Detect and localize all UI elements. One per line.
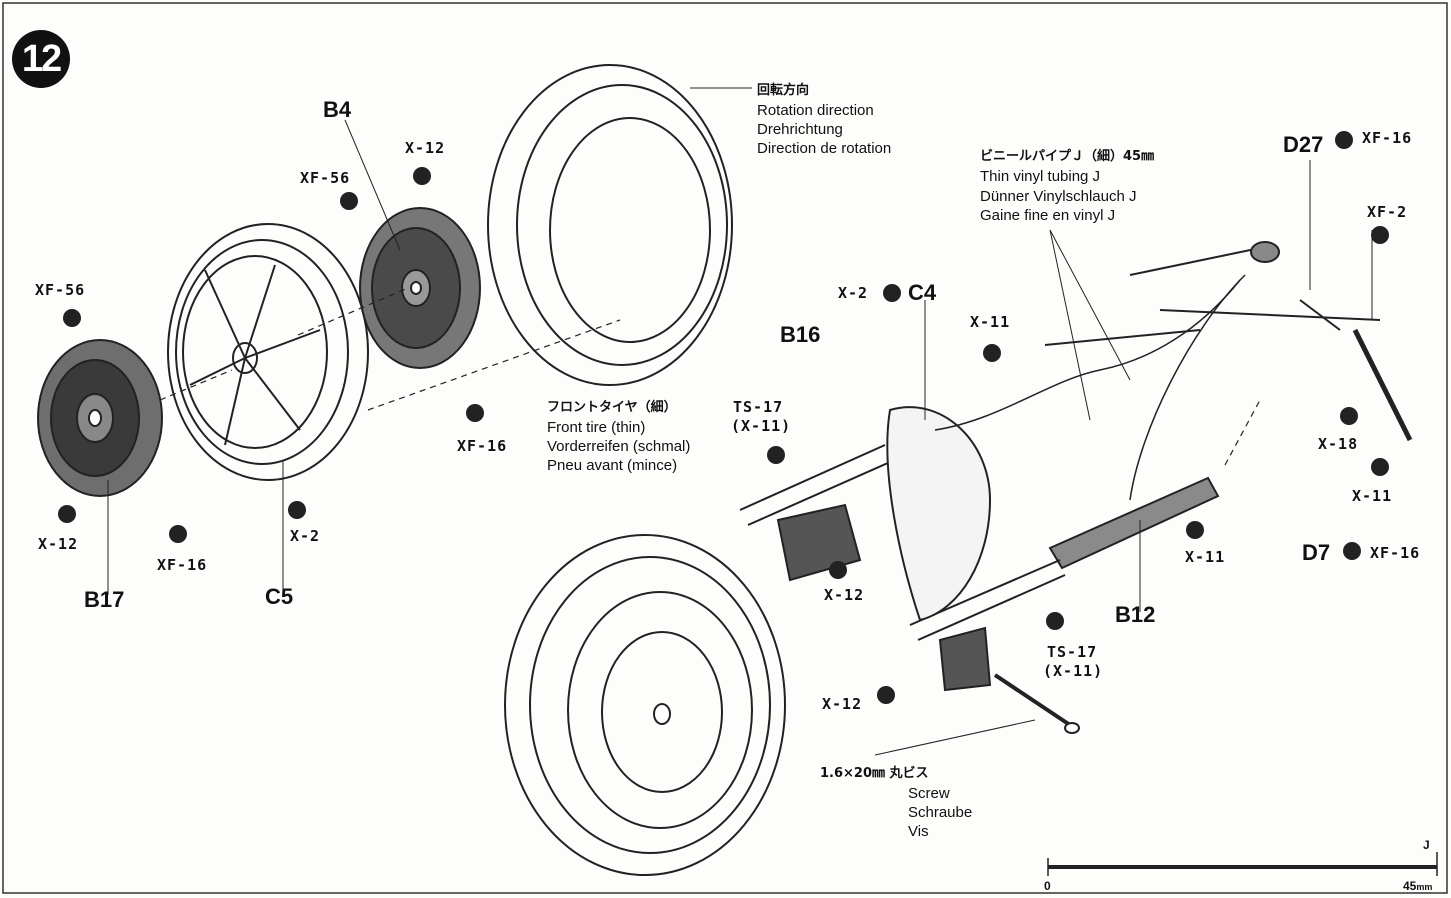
wheel-c5 [167,223,369,481]
paint-ts17-a: TS-17 [733,398,784,416]
paint-x12-low: X-12 [822,695,863,713]
screw-note-de: Schraube [908,804,973,821]
part-label-b4: B4 [323,97,352,122]
paint-x12-disc: X-12 [405,139,446,157]
paint-x11-mid: X-11 [1185,548,1226,566]
tubing-scale [1047,852,1438,876]
part-label-b16: B16 [780,322,821,347]
paint-xf16-disc: XF-16 [457,437,508,455]
tire-note-en: Front tire (thin) [547,419,646,436]
tubing-note-de: Dünner Vinylschlauch J [980,188,1137,205]
scale-start-label: 0 [1044,879,1051,893]
paint-x2-c4: X-2 [838,284,869,302]
rotation-note-fr: Direction de rotation [757,140,892,157]
screw [993,673,1080,734]
tubing-note-fr: Gaine fine en vinyl J [980,207,1116,224]
paint-x12-left: X-12 [38,535,79,553]
paint-xf56-disc: XF-56 [300,169,351,187]
screw-note-fr: Vis [908,823,929,840]
part-label-b17: B17 [84,587,125,612]
rotation-note-en: Rotation direction [757,102,874,119]
front-fork [739,406,1220,692]
rotation-note-de: Drehrichtung [757,121,843,138]
paint-xf16-d7: XF-16 [1370,544,1421,562]
paint-x11-fork: X-11 [970,313,1011,331]
part-label-c4: C4 [908,280,937,305]
paint-x11-b: (X-11) [1043,662,1104,680]
brake-disc-b4 [359,207,481,369]
paint-ts17-b: TS-17 [1047,643,1098,661]
tire-note-fr: Pneu avant (mince) [547,457,678,474]
front-tire [487,64,733,386]
tire-note-de: Vorderreifen (schmal) [547,438,691,455]
screw-note-en: Screw [908,785,950,802]
tire-note-jp: フロントタイヤ（細） [547,400,677,415]
paint-xf16-left: XF-16 [157,556,208,574]
part-label-d27: D27 [1283,132,1324,157]
paint-x12-caliper: X-12 [824,586,865,604]
part-label-b12: B12 [1115,602,1156,627]
scale-marker-label: J [1423,838,1430,852]
tubing-note-jp: ビニールパイプＪ（細）45㎜ [980,149,1155,164]
paint-x11-right: X-11 [1352,487,1393,505]
brake-disc-b17 [37,339,163,497]
scale-end-label: 45mm [1403,879,1433,893]
paint-xf56-left: XF-56 [35,281,86,299]
part-label-d7: D7 [1302,540,1331,565]
assembled-front-wheel [504,534,786,876]
step-number-badge: 12 [12,30,70,88]
tubing-note-en: Thin vinyl tubing J [980,168,1101,185]
screw-note-jp: 1.6×20㎜ 丸ビス [820,766,929,781]
paint-x18: X-18 [1318,435,1359,453]
paint-xf16-d27: XF-16 [1362,129,1413,147]
paint-x2-wheel: X-2 [290,527,321,545]
handlebar-assembly [1044,241,1413,442]
rotation-note-jp: 回転方向 [757,83,810,98]
paint-x11-a: (X-11) [731,417,792,435]
vinyl-tubing [934,279,1241,431]
paint-xf2: XF-2 [1367,203,1408,221]
part-label-c5: C5 [265,584,294,609]
